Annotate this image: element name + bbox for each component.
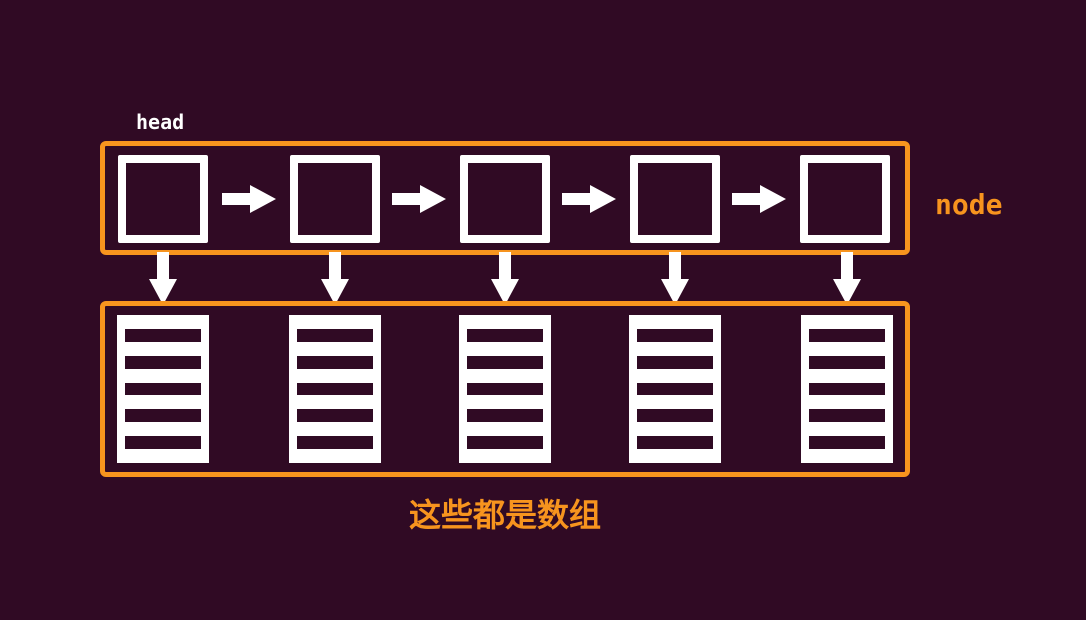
array-shape: [629, 315, 721, 463]
array-shape: [289, 315, 381, 463]
array-row: [809, 368, 885, 383]
linked-list-container: [100, 141, 910, 255]
array-row: [809, 315, 885, 329]
array-shape: [117, 315, 209, 463]
arrays-container: [100, 301, 910, 477]
array-row: [297, 341, 373, 356]
array-row: [467, 395, 543, 410]
right-arrow-icon: [222, 185, 276, 213]
array-row: [125, 448, 201, 463]
caption: 这些都是数组: [408, 496, 601, 534]
node-square: [800, 155, 890, 243]
node-square: [290, 155, 380, 243]
array-row: [809, 422, 885, 437]
node-square: [118, 155, 208, 243]
down-arrow-icon: [321, 252, 349, 305]
array-row: [297, 395, 373, 410]
down-arrow-icon: [833, 252, 861, 305]
array-row: [297, 368, 373, 383]
array-row: [297, 315, 373, 329]
array-row: [637, 368, 713, 383]
array-row: [467, 368, 543, 383]
right-arrow-icon: [392, 185, 446, 213]
array-row: [637, 341, 713, 356]
array-row: [467, 315, 543, 329]
array-row: [297, 448, 373, 463]
array-row: [125, 395, 201, 410]
array-row: [467, 422, 543, 437]
array-row: [467, 448, 543, 463]
array-row: [809, 341, 885, 356]
array-row: [809, 395, 885, 410]
node-square: [630, 155, 720, 243]
array-row: [637, 448, 713, 463]
node-square: [460, 155, 550, 243]
array-shape: [801, 315, 893, 463]
array-shape: [459, 315, 551, 463]
right-arrow-icon: [562, 185, 616, 213]
down-arrow-icon: [661, 252, 689, 305]
right-arrow-icon: [732, 185, 786, 213]
array-row: [637, 315, 713, 329]
array-row: [637, 422, 713, 437]
node-label: node: [935, 188, 1003, 221]
array-row: [125, 368, 201, 383]
array-row: [125, 422, 201, 437]
array-row: [637, 395, 713, 410]
array-row: [467, 341, 543, 356]
array-row: [125, 341, 201, 356]
array-row: [297, 422, 373, 437]
array-row: [125, 315, 201, 329]
down-arrow-icon: [149, 252, 177, 305]
array-row: [809, 448, 885, 463]
down-arrow-icon: [491, 252, 519, 305]
head-label: head: [136, 110, 185, 134]
